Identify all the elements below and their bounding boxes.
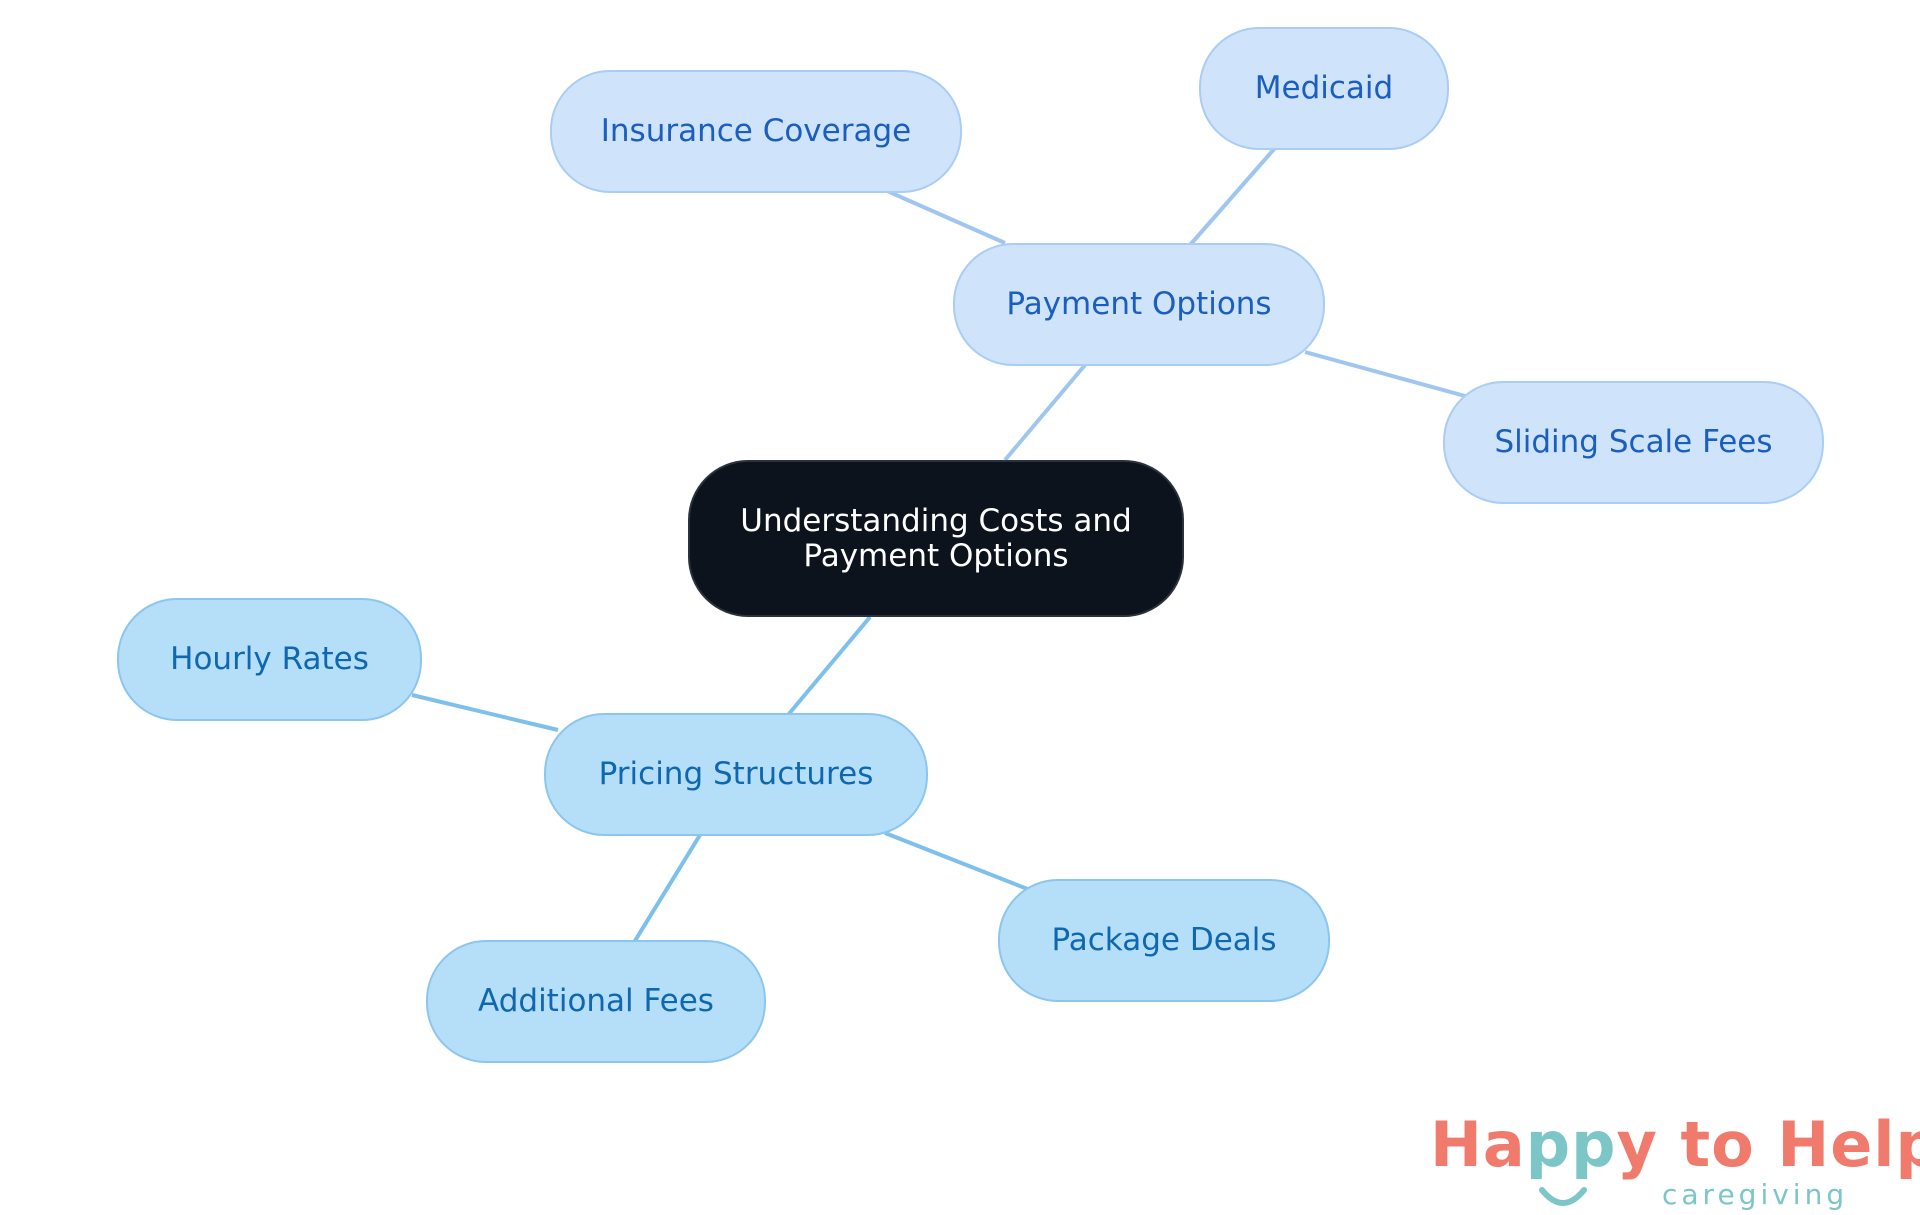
brand-logo: Happy to Help caregiving — [1418, 1108, 1920, 1211]
leaf-label-medicaid: Medicaid — [1254, 70, 1394, 106]
leaf-label-insurance-coverage: Insurance Coverage — [600, 113, 912, 149]
branch-label-pricing-structures: Pricing Structures — [598, 756, 874, 792]
leaf-node-insurance-coverage: Insurance Coverage — [550, 70, 962, 193]
leaf-node-additional-fees: Additional Fees — [426, 940, 766, 1063]
leaf-label-additional-fees: Additional Fees — [478, 983, 714, 1019]
leaf-label-package-deals: Package Deals — [1051, 922, 1277, 958]
leaf-node-sliding-scale-fees: Sliding Scale Fees — [1443, 381, 1824, 504]
logo-tagline: caregiving — [1662, 1178, 1849, 1211]
edge-payment-medicaid — [1188, 146, 1277, 247]
edge-pricing-additional — [631, 833, 702, 946]
branch-node-payment-options: Payment Options — [953, 243, 1325, 366]
leaf-node-package-deals: Package Deals — [998, 879, 1330, 1002]
branch-node-pricing-structures: Pricing Structures — [544, 713, 928, 836]
edge-payment-insurance — [884, 188, 1006, 245]
edge-pricing-package — [884, 831, 1031, 892]
logo-word-part-2: pp — [1525, 1108, 1617, 1181]
leaf-node-medicaid: Medicaid — [1199, 27, 1449, 150]
branch-label-payment-options: Payment Options — [1006, 286, 1272, 322]
logo-word-part-3: y to Help — [1616, 1108, 1920, 1181]
edge-root-pricing — [786, 615, 872, 717]
edge-payment-sliding — [1304, 350, 1466, 398]
smile-icon — [1539, 1187, 1587, 1206]
root-label: Understanding Costs and Payment Options — [740, 502, 1132, 574]
root-node: Understanding Costs and Payment Options — [688, 460, 1184, 617]
leaf-node-hourly-rates: Hourly Rates — [117, 598, 422, 721]
edge-root-payment — [1003, 363, 1087, 462]
logo-wordmark: Happy to Help — [1430, 1108, 1920, 1181]
leaf-label-sliding-scale-fees: Sliding Scale Fees — [1494, 424, 1773, 460]
logo-word-part-1: Ha — [1430, 1108, 1526, 1181]
leaf-label-hourly-rates: Hourly Rates — [170, 641, 369, 677]
edge-pricing-hourly — [411, 693, 559, 732]
